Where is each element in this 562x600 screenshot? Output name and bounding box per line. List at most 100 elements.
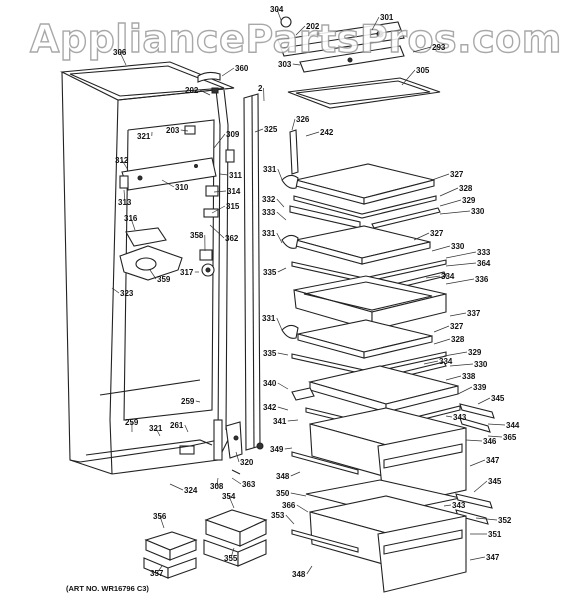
leader-line [119, 51, 127, 66]
callout-340: 340 [263, 379, 289, 390]
shelf-2 [281, 225, 447, 295]
callout-354: 354 [222, 492, 236, 509]
callout-329: 329 [443, 348, 482, 357]
callout-328: 328 [439, 184, 473, 197]
leader-line [230, 547, 235, 559]
callout-331: 331 [262, 314, 283, 331]
leader-line [449, 363, 474, 367]
part-number-label: 354 [222, 492, 236, 501]
leader-line [445, 251, 477, 259]
leader-line [401, 69, 416, 86]
callout-306: 306 [113, 48, 127, 66]
part-number-label: 343 [452, 501, 466, 510]
leader-line [149, 269, 157, 280]
part-number-label: 321 [137, 132, 151, 141]
callout-305: 305 [401, 66, 430, 86]
leader-line [433, 325, 450, 333]
callout-312: 312 [115, 156, 129, 171]
leader-line [457, 386, 473, 395]
part-number-label: 293 [432, 43, 446, 52]
leader-line [219, 173, 229, 176]
leader-line [221, 67, 235, 77]
part-number-label: 348 [292, 570, 306, 579]
leader-line [469, 459, 486, 467]
leader-line [443, 351, 468, 357]
part-number-label: 331 [263, 165, 277, 174]
callout-362: 362 [209, 224, 239, 243]
part-number-label: 304 [270, 5, 284, 14]
leader-line [228, 495, 235, 509]
part-number-label: 325 [264, 125, 278, 134]
leader-line [292, 63, 301, 66]
callout-320: 320 [235, 451, 254, 467]
leader-line [213, 133, 226, 149]
leader-line [443, 504, 452, 507]
leader-line [445, 278, 475, 285]
part-number-label: 358 [190, 231, 204, 240]
callout-330: 330 [439, 207, 485, 216]
leader-line [439, 210, 471, 215]
callout-333: 333 [445, 248, 491, 259]
leader-line [199, 89, 211, 96]
callout-313: 313 [118, 189, 132, 207]
bottom-hinge-parts [213, 419, 264, 475]
leader-line [276, 211, 287, 221]
callout-242: 242 [305, 128, 334, 137]
callout-345: 345 [477, 394, 505, 405]
drawer-rails-lower [455, 493, 493, 525]
leader-line [287, 419, 299, 422]
callout-259: 259 [181, 397, 201, 406]
callout-304: 304 [270, 5, 284, 21]
art-number: (ART NO. WR16796 C3) [66, 584, 149, 593]
part-number-label: 306 [113, 48, 127, 57]
part-number-label: 321 [149, 424, 163, 433]
storage-bins-small [143, 509, 268, 579]
leader-line [412, 46, 432, 53]
callout-327: 327 [431, 170, 464, 181]
callout-303: 303 [278, 60, 301, 69]
callout-359: 359 [149, 269, 171, 284]
part-number-label: 305 [416, 66, 430, 75]
part-number-label: 310 [175, 183, 189, 192]
part-number-label: 330 [471, 207, 485, 216]
leader-line [306, 565, 313, 575]
callout-353: 353 [271, 511, 295, 525]
leader-line [475, 517, 498, 521]
callout-352: 352 [475, 516, 512, 525]
callout-346: 346 [465, 437, 497, 446]
part-number-label: 336 [475, 275, 489, 284]
leader-line [276, 317, 283, 331]
callout-347: 347 [469, 456, 500, 467]
leader-line [161, 179, 175, 188]
callout-355: 355 [224, 547, 238, 563]
meat-pan [293, 275, 447, 331]
callout-358: 358 [190, 231, 206, 252]
part-number-label: 327 [450, 170, 464, 179]
part-number-label: 202 [185, 86, 199, 95]
callout-337: 337 [449, 309, 481, 318]
callout-2: 2 [258, 84, 265, 102]
callout-334: 334 [423, 357, 453, 366]
callout-325: 325 [254, 125, 278, 134]
part-number-label: 324 [184, 486, 198, 495]
leader-line [431, 173, 450, 181]
leader-line [487, 423, 506, 426]
part-number-label: 338 [462, 372, 476, 381]
part-number-label: 320 [240, 458, 254, 467]
part-number-label: 312 [115, 156, 129, 165]
part-number-label: 328 [451, 335, 465, 344]
leader-line [156, 565, 163, 574]
callout-343: 343 [443, 501, 466, 510]
part-number-label: 339 [473, 383, 487, 392]
drawer-rails-upper [459, 403, 495, 433]
part-number-label: 2 [258, 84, 263, 93]
part-number-label: 341 [273, 417, 287, 426]
leader-line [439, 187, 459, 197]
callout-364: 364 [445, 259, 491, 268]
evaporator-fan-assembly [119, 185, 219, 281]
part-number-label: 326 [296, 115, 310, 124]
part-number-label: 331 [262, 229, 276, 238]
leader-line [231, 477, 242, 485]
leader-line [469, 556, 486, 561]
leader-line [277, 352, 289, 356]
